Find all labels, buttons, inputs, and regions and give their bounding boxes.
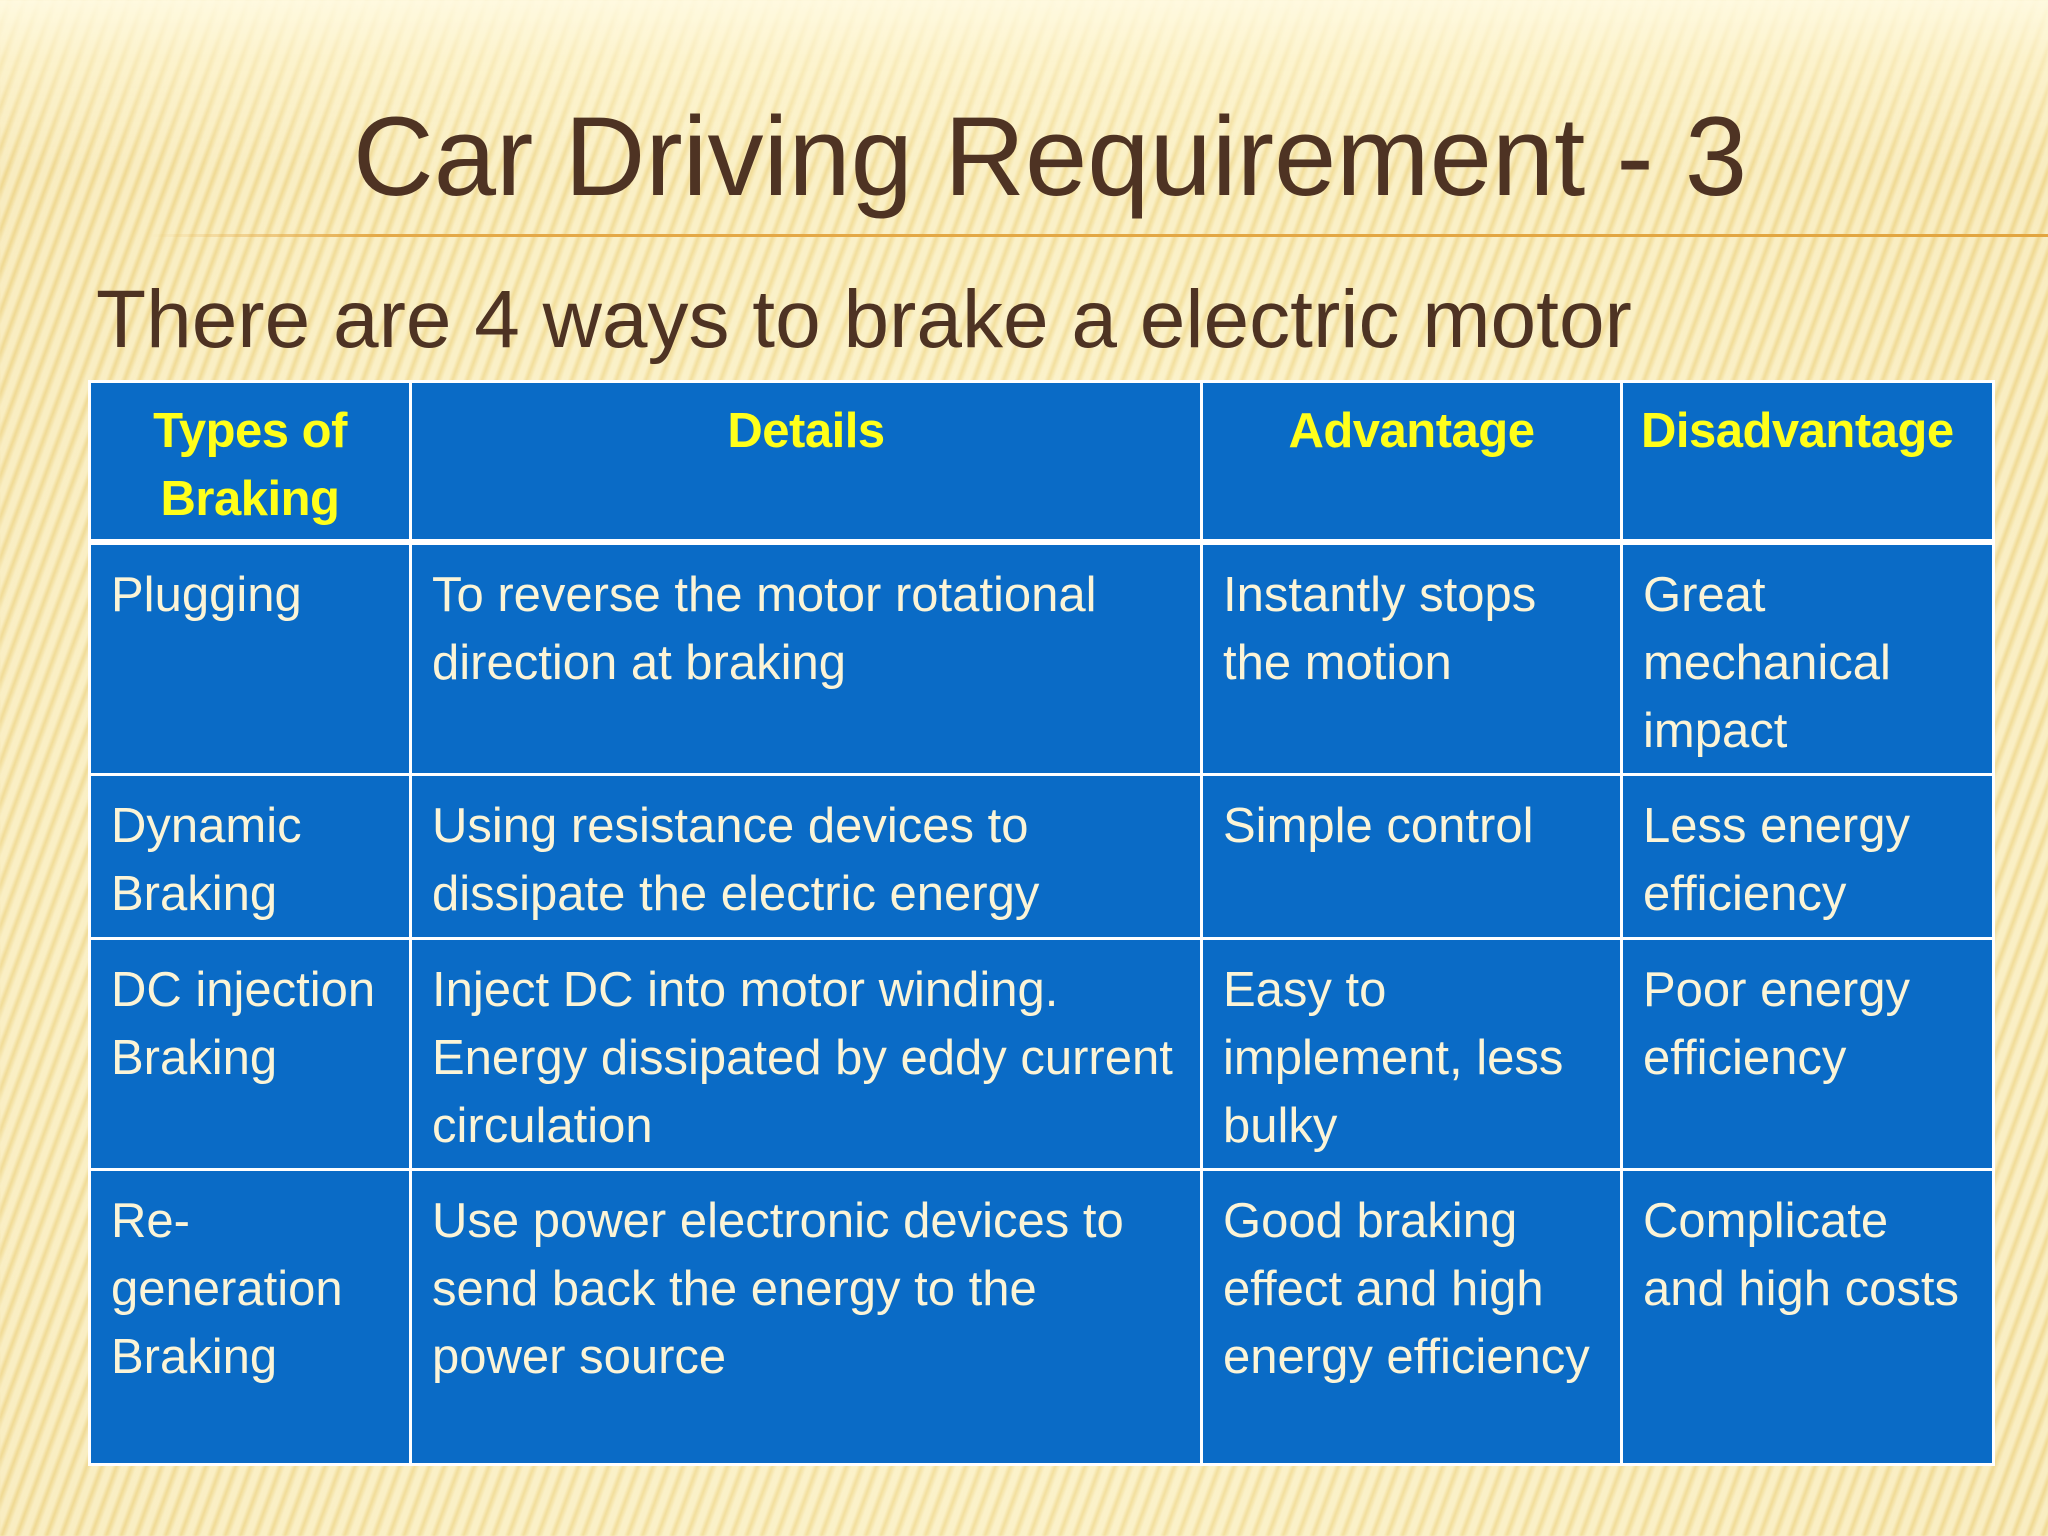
table-row-plugging: Plugging To reverse the motor rotational… bbox=[88, 540, 1995, 776]
cell-advantage: Easy to implement, less bulky bbox=[1200, 937, 1623, 1171]
table-header-row: Types of Braking Details Advantage Disad… bbox=[88, 380, 1995, 545]
cell-advantage: Instantly stops the motion bbox=[1200, 540, 1623, 776]
title-divider bbox=[150, 234, 2048, 237]
cell-disadvantage: Poor energy efficiency bbox=[1620, 937, 1995, 1171]
slide-subtitle: There are 4 ways to brake a electric mot… bbox=[96, 274, 1632, 365]
cell-advantage: Good braking effect and high energy effi… bbox=[1200, 1168, 1623, 1466]
table-row-dc-injection-braking: DC injection Braking Inject DC into moto… bbox=[88, 937, 1995, 1171]
cell-type: Re-generation Braking bbox=[88, 1168, 412, 1466]
cell-type: Plugging bbox=[88, 540, 412, 776]
header-details: Details bbox=[409, 380, 1203, 545]
cell-details: To reverse the motor rotational directio… bbox=[409, 540, 1203, 776]
cell-details: Use power electronic devices to send bac… bbox=[409, 1168, 1203, 1466]
table-row-dynamic-braking: Dynamic Braking Using resistance devices… bbox=[88, 773, 1995, 940]
cell-advantage: Simple control bbox=[1200, 773, 1623, 940]
header-types-of-braking: Types of Braking bbox=[88, 380, 412, 545]
table-row-regeneration-braking: Re-generation Braking Use power electron… bbox=[88, 1168, 1995, 1466]
cell-disadvantage: Less energy efficiency bbox=[1620, 773, 1995, 940]
header-advantage: Advantage bbox=[1200, 380, 1623, 545]
header-disadvantage: Disadvantage bbox=[1620, 380, 1995, 545]
braking-types-table: Types of Braking Details Advantage Disad… bbox=[88, 380, 1995, 1466]
cell-disadvantage: Complicate and high costs bbox=[1620, 1168, 1995, 1466]
cell-disadvantage: Great mechanical impact bbox=[1620, 540, 1995, 776]
slide-title: Car Driving Requirement - 3 bbox=[352, 94, 1748, 219]
cell-type: DC injection Braking bbox=[88, 937, 412, 1171]
cell-type: Dynamic Braking bbox=[88, 773, 412, 940]
cell-details: Using resistance devices to dissipate th… bbox=[409, 773, 1203, 940]
cell-details: Inject DC into motor winding. Energy dis… bbox=[409, 937, 1203, 1171]
